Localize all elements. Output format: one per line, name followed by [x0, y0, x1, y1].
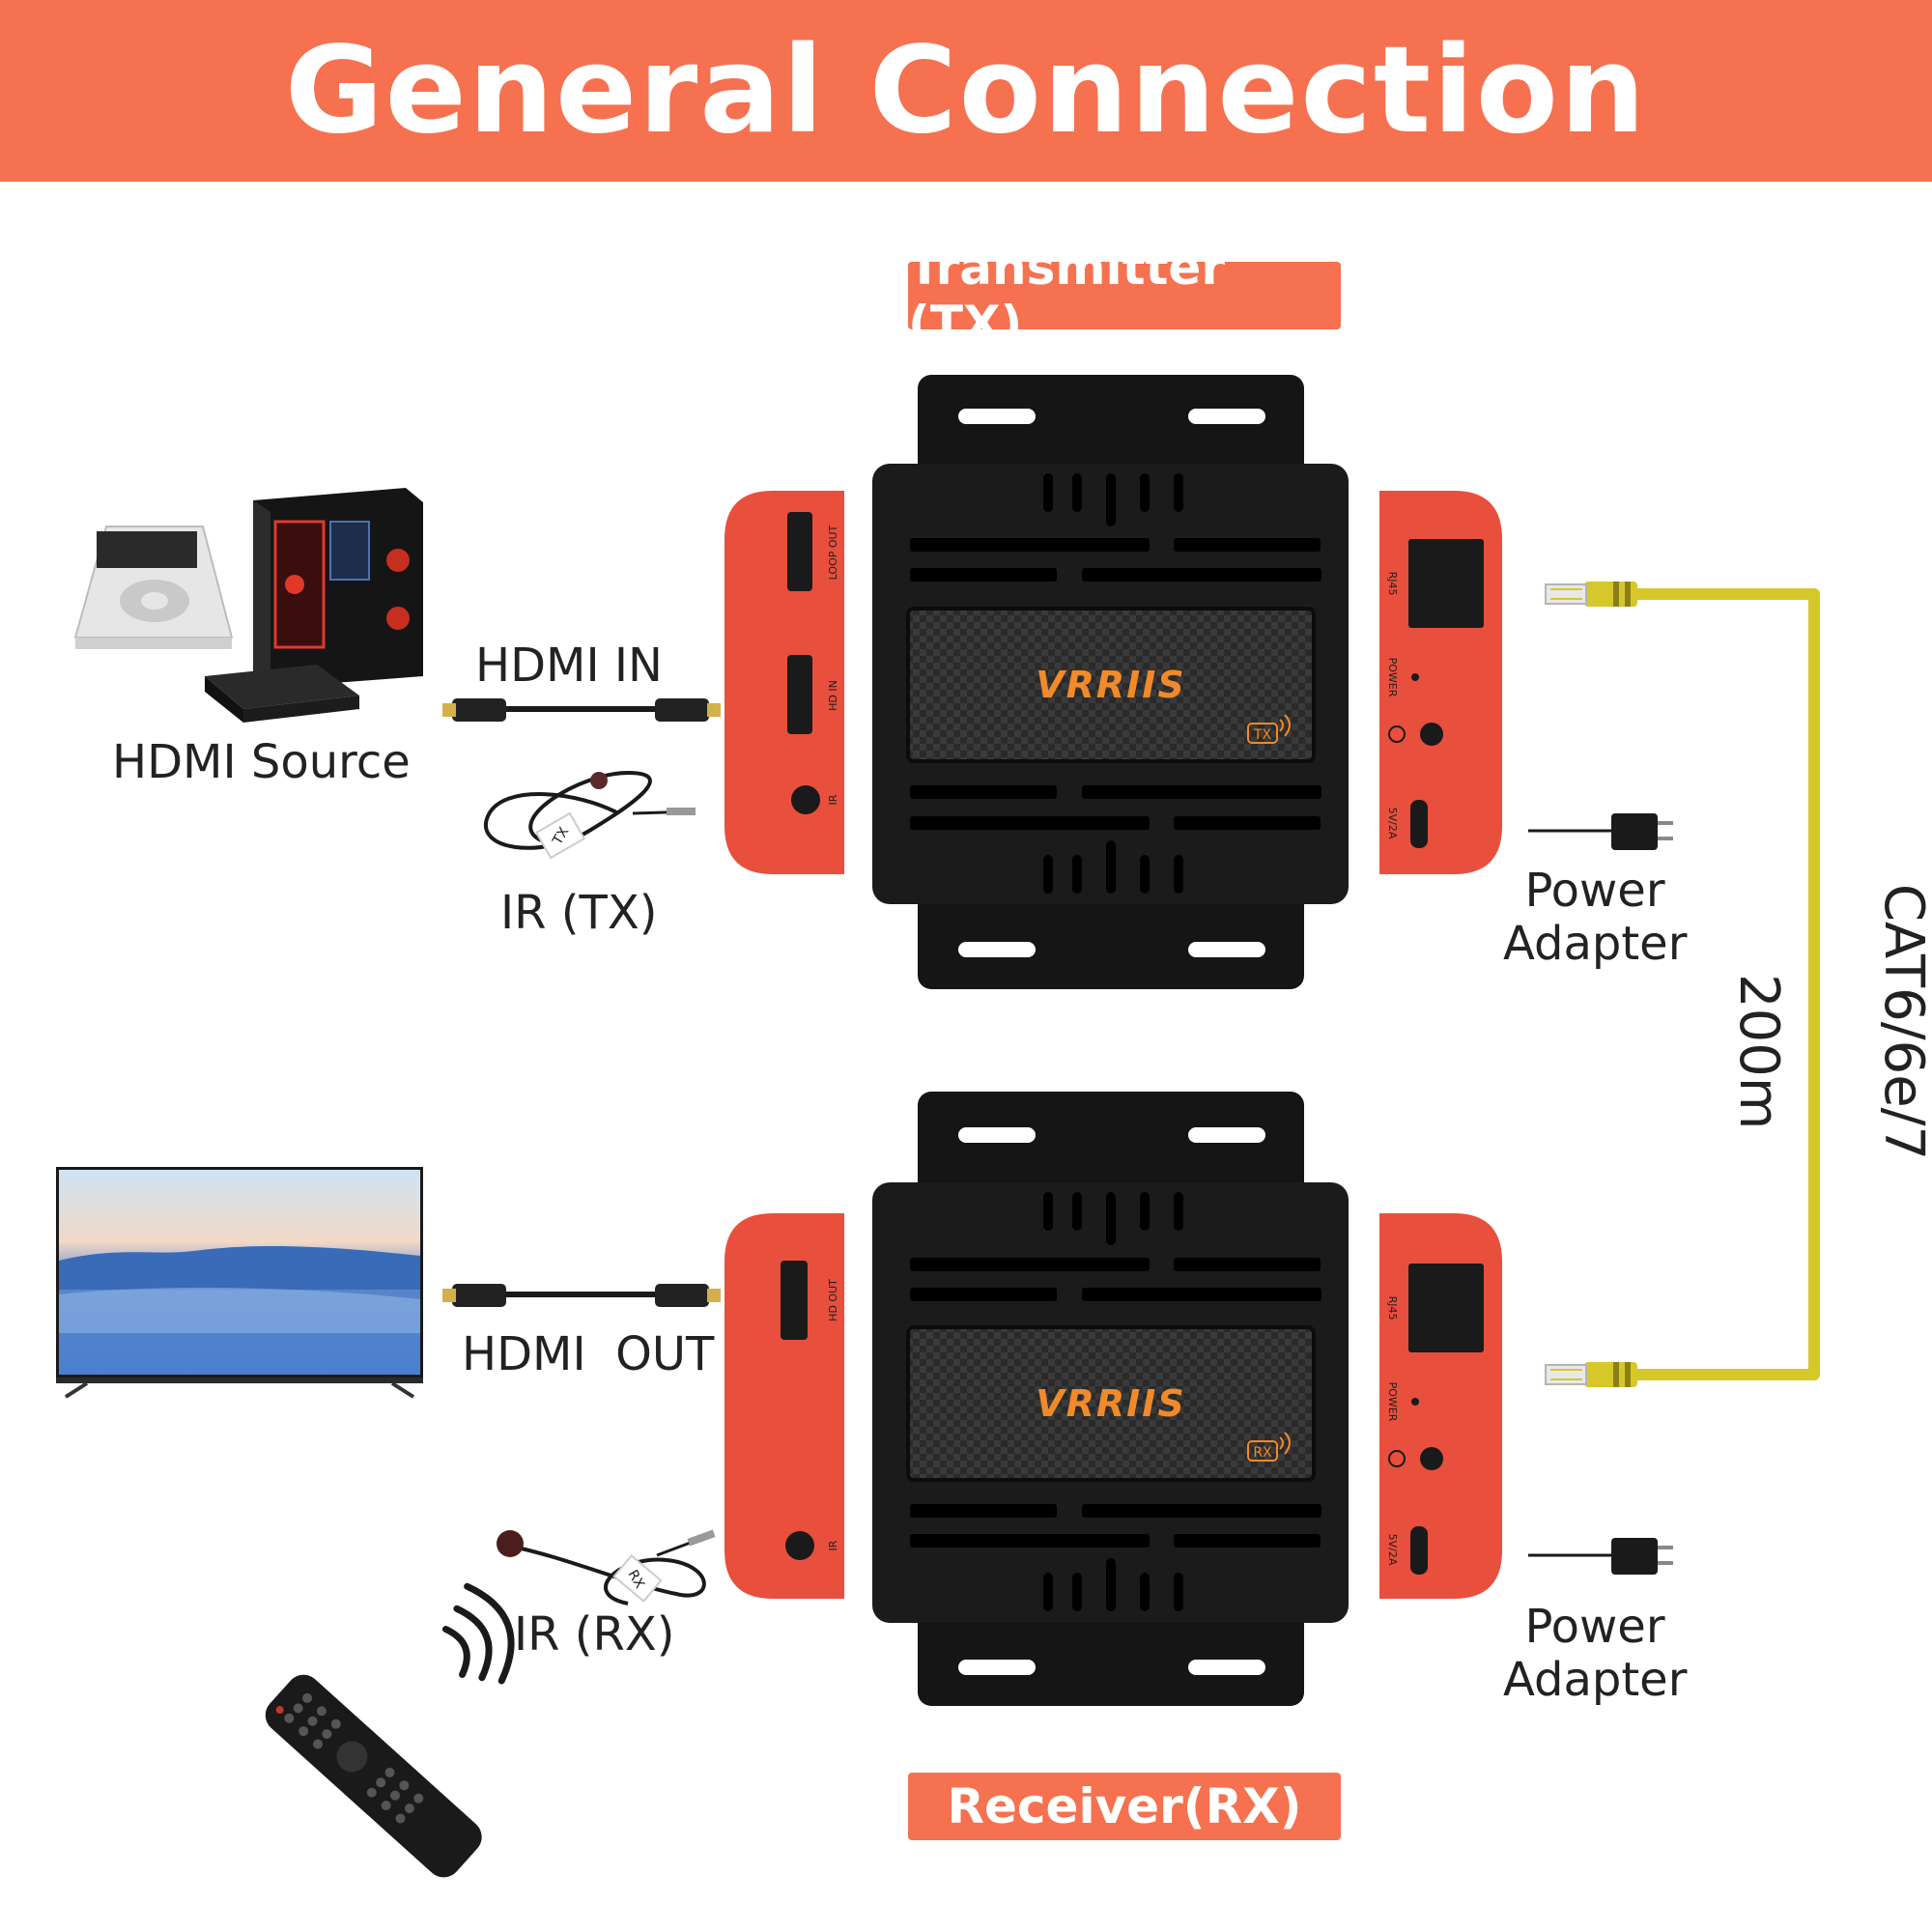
rx-port-hd-out: HD OUT	[827, 1279, 839, 1321]
cat-cable	[1545, 582, 1820, 1387]
rx-brand-logo: VRRIIS	[1036, 1382, 1186, 1425]
rx-port-5v2a: 5V/2A	[1386, 1534, 1399, 1566]
rx-port-power: POWER	[1386, 1382, 1399, 1422]
rx-port-ir: IR	[827, 1540, 839, 1550]
rj45-plug-icon	[1545, 582, 1637, 607]
hdmi-cable-icon	[442, 1284, 721, 1307]
cable-type-label: CAT6/6e/7	[1872, 883, 1932, 1161]
tx-badge: TX	[1253, 727, 1272, 743]
rj45-plug-icon	[1545, 1362, 1637, 1387]
transmitter-device: VRRIIS TX LOOP OUT HD IN IR RJ45 POWER 5…	[724, 375, 1502, 989]
tx-port-loop-out: LOOP OUT	[827, 525, 839, 580]
tx-brand-logo: VRRIIS	[1036, 664, 1186, 706]
ir-cable-icon: RX	[497, 1529, 716, 1605]
power-adapter-icon	[1528, 1538, 1673, 1575]
remote-icon	[265, 1582, 515, 1878]
power-adapter-top-label: Power Adapter	[1503, 864, 1688, 972]
tx-port-hd-in: HD IN	[827, 680, 839, 711]
title-banner: General Connection	[0, 0, 1932, 182]
hdmi-in-label: HDMI IN	[475, 639, 663, 693]
hdmi-source-label: HDMI Source	[112, 735, 411, 789]
hdmi-out-label: HDMI OUT	[462, 1327, 715, 1381]
receiver-label: Receiver(RX)	[908, 1773, 1341, 1840]
tv-icon	[56, 1167, 423, 1399]
computer-tower-icon	[253, 488, 423, 688]
ir-rx-label: IR (RX)	[514, 1607, 675, 1662]
settop-box-icon	[205, 665, 359, 723]
rx-port-rj45: RJ45	[1386, 1296, 1399, 1321]
media-player-icon	[73, 526, 234, 649]
power-adapter-bottom-label: Power Adapter	[1503, 1600, 1688, 1708]
tx-port-5v2a: 5V/2A	[1386, 808, 1399, 839]
receiver-device: VRRIIS RX HD OUT IR RJ45 POWER 5V/2A	[724, 1092, 1502, 1706]
tx-port-power: POWER	[1386, 658, 1399, 697]
page-title: General Connection	[284, 21, 1648, 160]
hdmi-cable-icon	[442, 698, 721, 722]
ir-tx-label: IR (TX)	[500, 886, 658, 940]
power-adapter-icon	[1528, 813, 1673, 850]
rx-badge: RX	[1253, 1445, 1272, 1461]
tx-port-rj45: RJ45	[1386, 572, 1399, 596]
tx-port-ir: IR	[827, 794, 839, 805]
ir-cable-icon: TX	[484, 770, 696, 860]
distance-label: 200m	[1727, 974, 1790, 1130]
